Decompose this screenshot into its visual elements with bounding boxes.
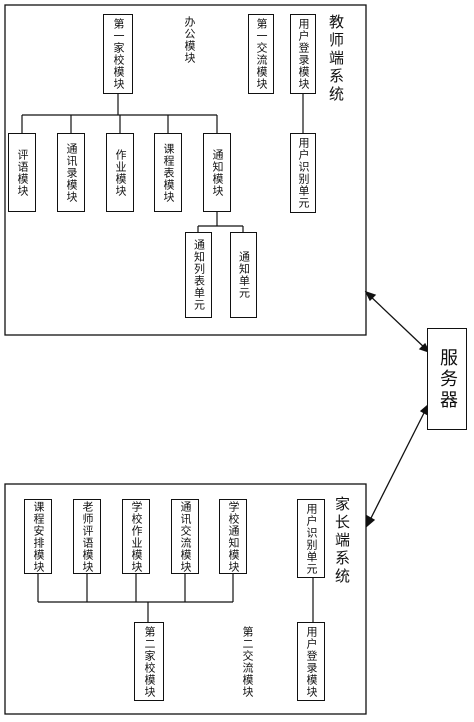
parent-sub-school-homework: 学校作业模块 [122,499,150,574]
parent-login-module: 用户登录模块 [297,622,325,701]
server-box: 服务器 [427,328,467,430]
teacher-sub-timetable: 课程表模块 [154,133,182,212]
teacher-sub-comments-label: 评语模块 [16,148,29,197]
teacher-exchange-module: 第一交流模块 [248,14,274,94]
teacher-identify-label: 用户识别单元 [297,137,310,209]
parent-sub-course-schedule-label: 课程安排模块 [32,500,45,573]
parent-home-school-label: 第二家校模块 [143,625,156,698]
teacher-sub-contacts: 通讯录模块 [57,133,85,212]
teacher-sub-homework-label: 作业模块 [114,148,127,197]
teacher-login-label: 用户登录模块 [297,18,310,90]
parent-sub-school-notice-label: 学校通知模块 [227,500,240,573]
teacher-notify-list-unit: 通知列表单元 [185,232,212,318]
teacher-notify-unit-label: 通知单元 [237,251,251,299]
server-label: 服务器 [437,347,458,411]
teacher-identify-unit: 用户识别单元 [290,133,316,213]
parent-sub-school-homework-label: 学校作业模块 [130,500,143,573]
teacher-sub-contacts-label: 通讯录模块 [65,142,78,203]
teacher-server-link [367,293,428,351]
parent-identify-unit: 用户识别单元 [297,499,325,578]
teacher-login-module: 用户登录模块 [290,14,316,94]
parent-exchange-module: 第二交流模块 [241,626,254,698]
parent-sub-communication-label: 通讯交流模块 [179,500,192,573]
teacher-office-module: 办公模块 [183,16,196,64]
parent-system-title: 家长端系统 [333,496,351,586]
teacher-notify-list-unit-label: 通知列表单元 [192,239,206,311]
teacher-home-school-module: 第一家校模块 [103,14,133,94]
teacher-sub-homework: 作业模块 [106,133,134,212]
teacher-notify-unit: 通知单元 [230,232,257,318]
parent-sub-course-schedule: 课程安排模块 [24,499,52,574]
teacher-sub-timetable-label: 课程表模块 [162,142,175,203]
teacher-sub-notify: 通知模块 [203,133,231,212]
parent-sub-teacher-comments-label: 老师评语模块 [81,500,94,573]
parent-login-label: 用户登录模块 [305,625,318,698]
parent-system-frame [4,483,367,715]
parent-home-school-module: 第二家校模块 [134,622,164,701]
parent-sub-teacher-comments: 老师评语模块 [73,499,101,574]
parent-server-link [367,406,428,525]
teacher-system-frame [4,4,367,336]
teacher-home-school-label: 第一家校模块 [112,18,125,90]
parent-sub-school-notice: 学校通知模块 [219,499,247,574]
parent-sub-communication: 通讯交流模块 [171,499,199,574]
teacher-system-title: 教师端系统 [327,14,345,104]
teacher-exchange-label: 第一交流模块 [255,18,268,90]
teacher-sub-notify-label: 通知模块 [211,148,224,197]
parent-identify-label: 用户识别单元 [305,502,318,575]
teacher-sub-comments: 评语模块 [8,133,36,212]
